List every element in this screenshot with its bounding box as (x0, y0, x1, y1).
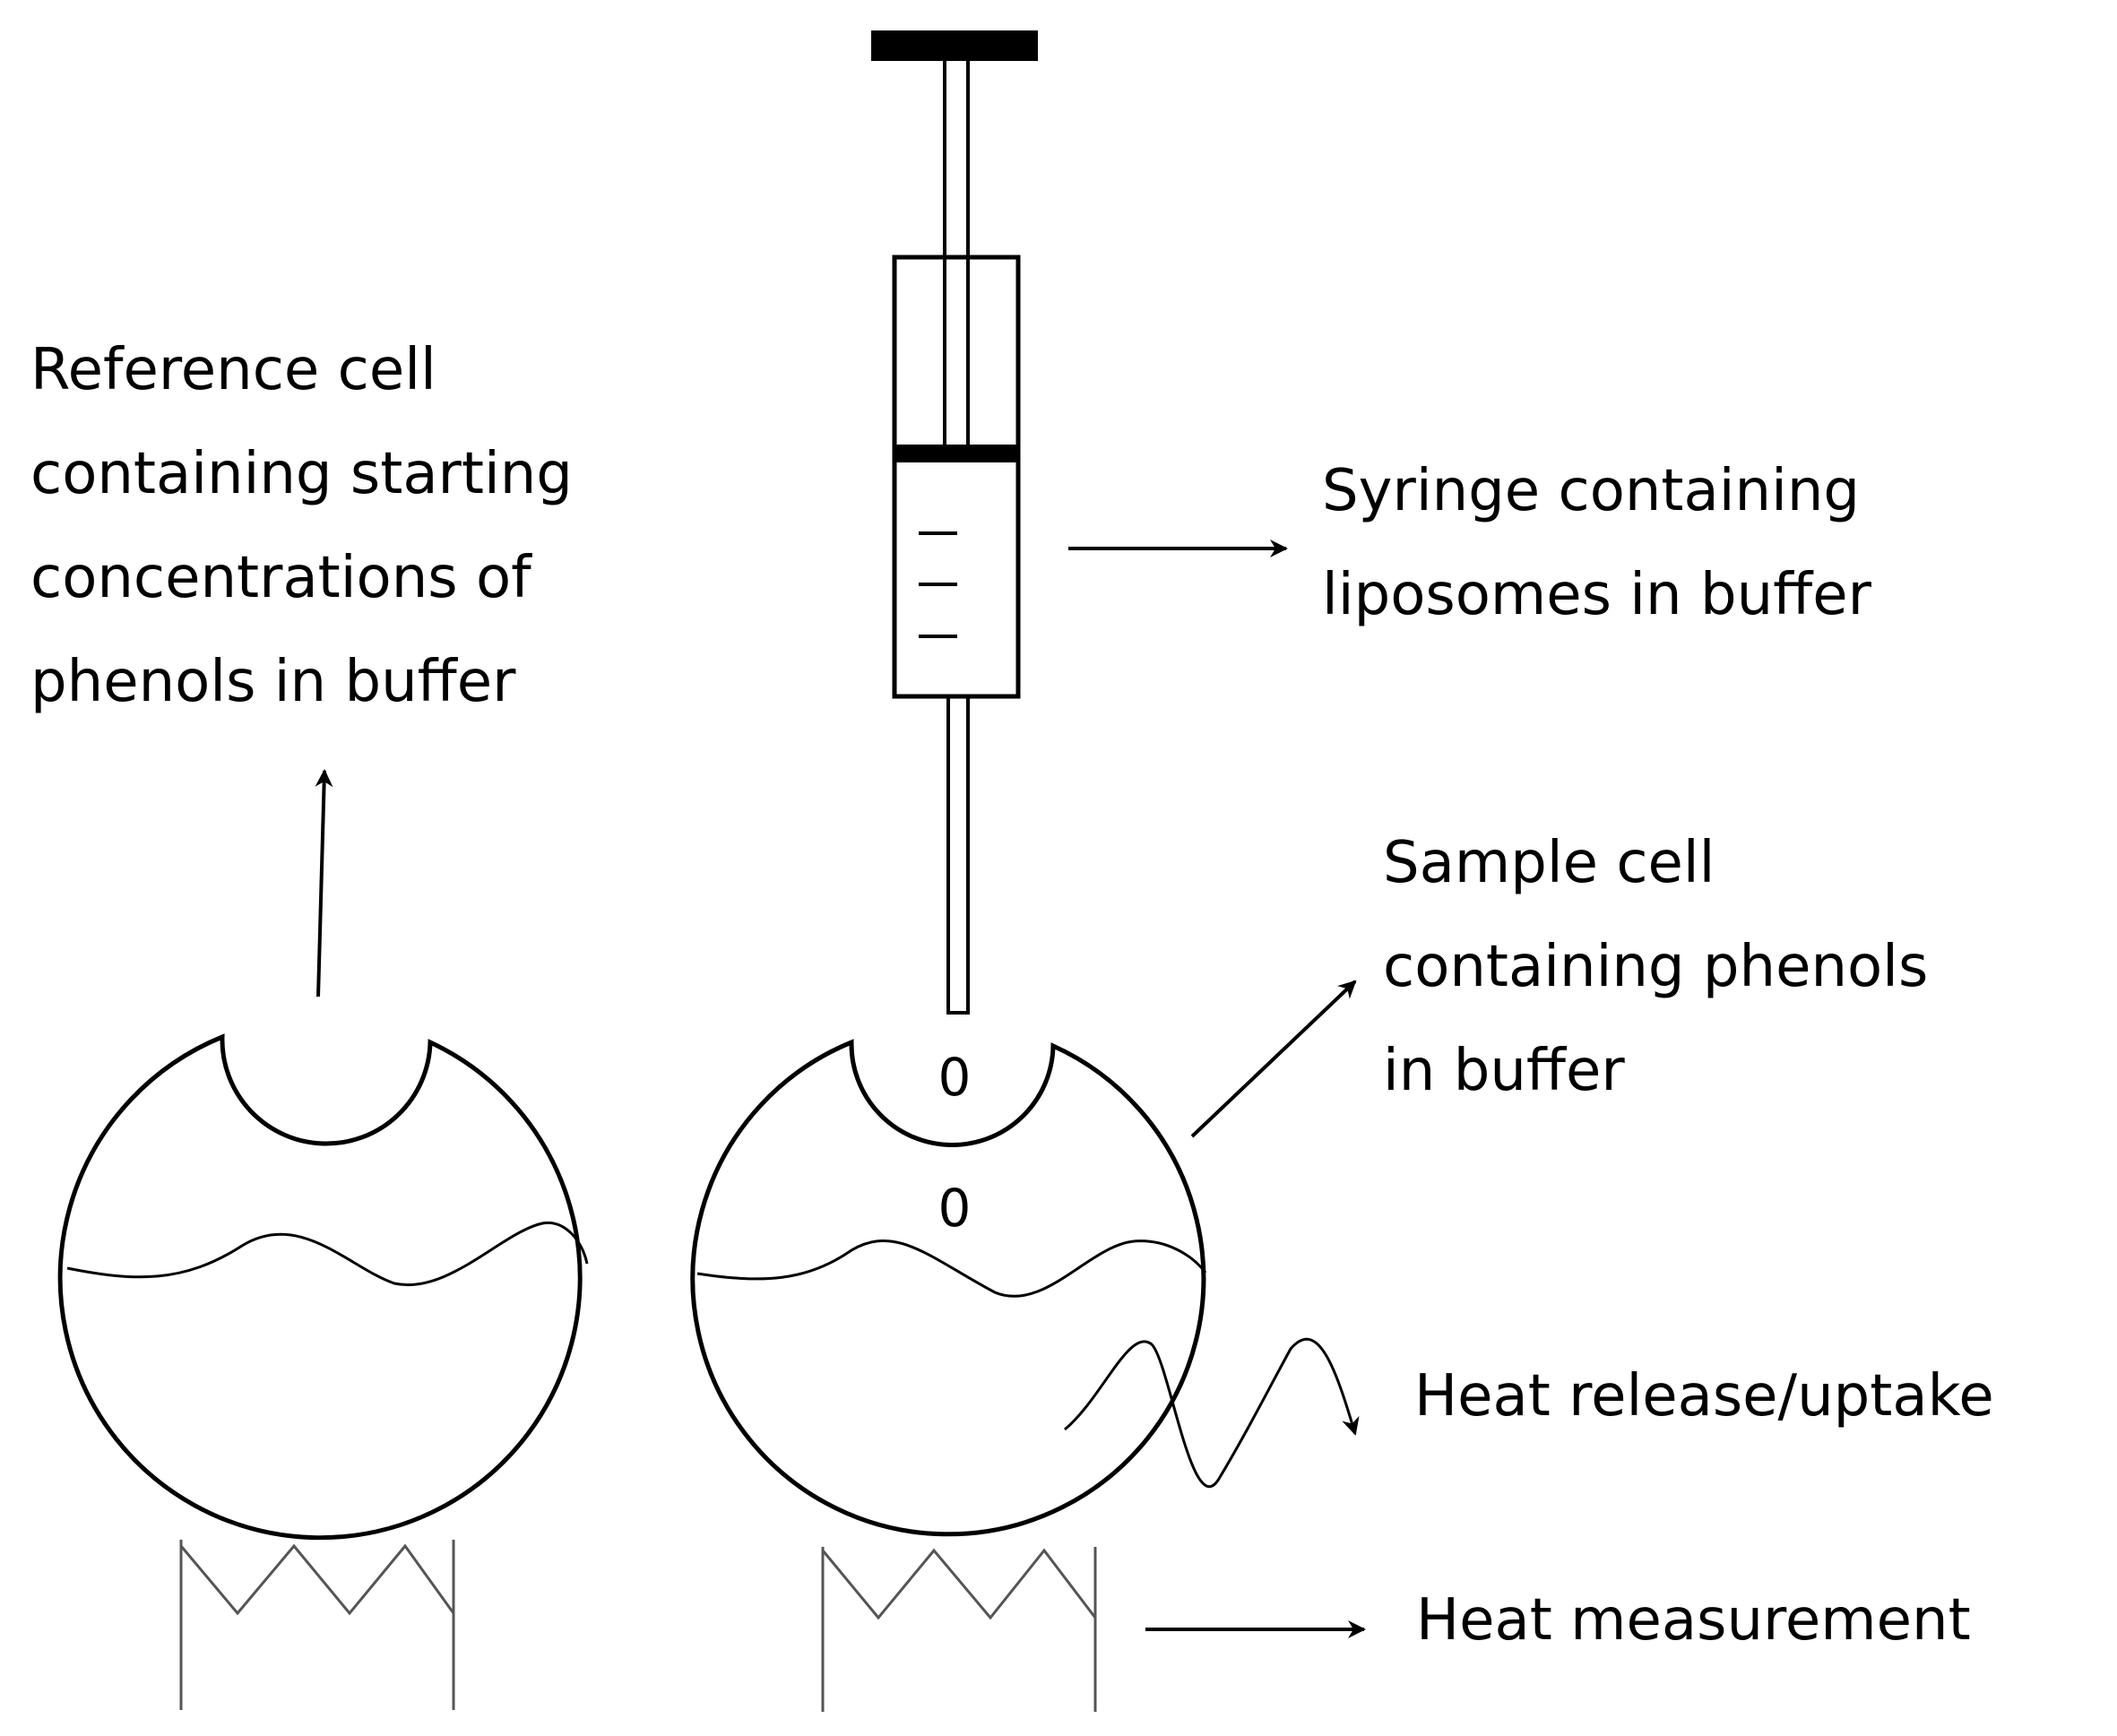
syringe-needle (946, 695, 970, 1015)
syringe-barrel (892, 255, 1021, 699)
plunger-seal (894, 445, 1018, 462)
sample-arrow (1190, 980, 1357, 1138)
sample-cell-liquid-surface (696, 1239, 1207, 1298)
heater-right (821, 1547, 1097, 1712)
sample-cell-vessel (690, 1039, 1206, 1537)
sample-cell-bubble-2: 0 (938, 1178, 972, 1239)
syringe (871, 30, 1038, 1015)
heater-left (179, 1540, 455, 1710)
reference-cell-liquid-surface (66, 1221, 589, 1287)
sample-cell-label: Sample cell containing phenols in buffer (1383, 830, 1929, 1104)
sample-cell (690, 1039, 1207, 1537)
reference-cell (57, 1033, 589, 1541)
reference-cell-vessel (57, 1033, 583, 1541)
syringe-label: Syringe containing liposomes in buffer (1322, 458, 1871, 628)
reference-cell-label: Reference cell containing starting conce… (30, 337, 573, 715)
arrows (315, 540, 1366, 1638)
sample-cell-bubble-1: 0 (938, 1047, 972, 1108)
heat-measurement-label: Heat measurement (1416, 1587, 1971, 1654)
heat-release-wavy-arrow (1064, 1337, 1360, 1489)
heat-release-label: Heat release/uptake (1414, 1363, 1994, 1429)
plunger-top (871, 30, 1038, 61)
reference-arrow (315, 769, 333, 998)
